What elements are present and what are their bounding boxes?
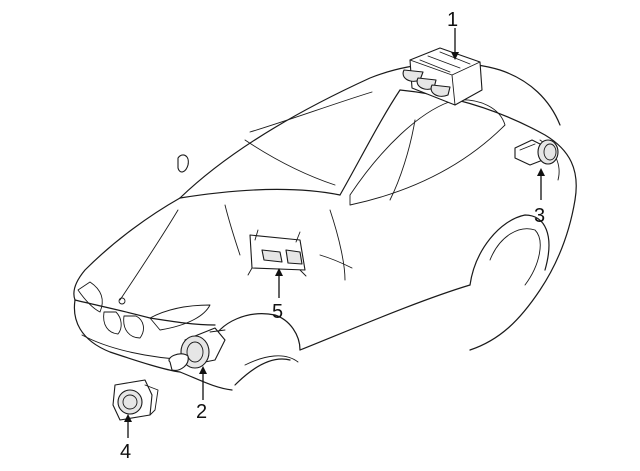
callout-2-label: 2: [196, 401, 207, 423]
callout-3-label: 3: [534, 205, 545, 227]
car-body: [73, 62, 577, 391]
sensor-mount-ring[interactable]: [112, 379, 159, 421]
control-module[interactable]: [402, 47, 483, 106]
callout-1-label: 1: [447, 9, 458, 31]
callout-arrows: [124, 28, 545, 438]
callout-5-label: 5: [272, 301, 283, 323]
callout-4-label: 4: [120, 441, 131, 463]
front-parking-sensor[interactable]: [168, 327, 226, 371]
rear-parking-sensor[interactable]: [514, 139, 559, 166]
sensor-bracket[interactable]: [247, 229, 307, 277]
